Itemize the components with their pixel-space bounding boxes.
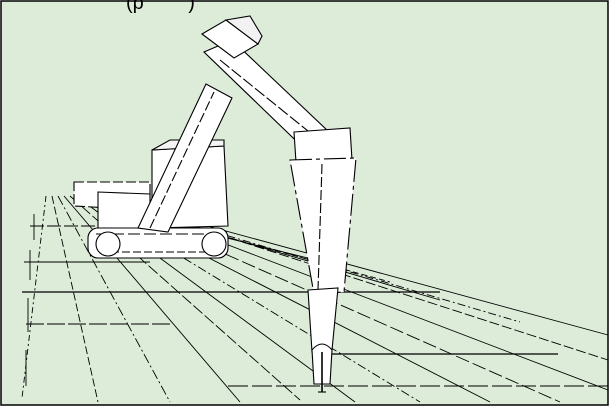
stick-body xyxy=(289,157,357,295)
breaker-tool[interactable] xyxy=(311,343,333,393)
boom-lower xyxy=(137,83,233,233)
boom-arm[interactable] xyxy=(137,15,350,233)
stick-arm[interactable] xyxy=(289,127,357,353)
window-caption: (p ) xyxy=(126,0,195,14)
boom-tip-face xyxy=(224,15,263,45)
stick-joint xyxy=(293,127,353,163)
